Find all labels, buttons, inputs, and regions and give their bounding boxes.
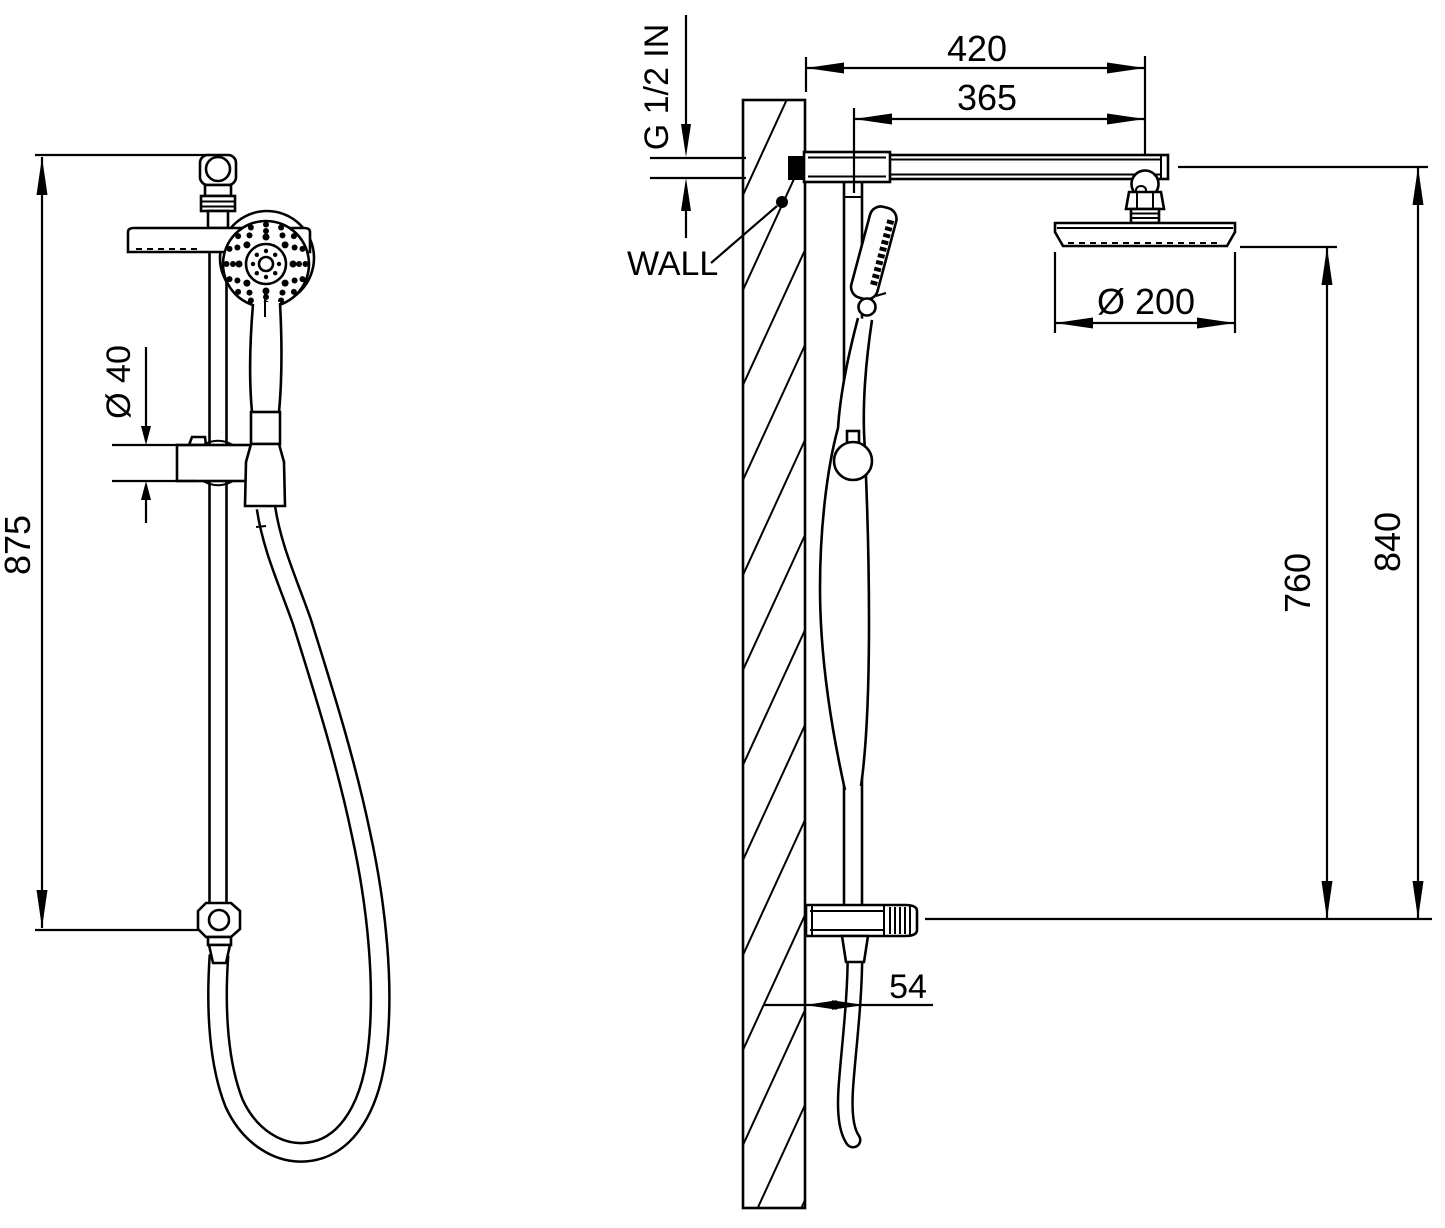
- arrowhead-right: [832, 1000, 864, 1010]
- arrowhead-down: [1321, 881, 1333, 919]
- wall-label: WALL: [627, 245, 718, 283]
- arrowhead-left: [806, 62, 844, 74]
- dim-420-label: 420: [947, 28, 1007, 69]
- hose-tick-side: [875, 292, 887, 297]
- joint-nut: [1124, 190, 1166, 211]
- dim-rail-to-head: 365: [852, 77, 1145, 193]
- slider-knob: [832, 440, 874, 482]
- arrowhead-up: [141, 481, 151, 500]
- hose-inlet-cone-front: [207, 943, 232, 965]
- arrowhead-up: [1321, 247, 1333, 285]
- dim-head-to-bracket: 760: [1240, 245, 1337, 919]
- dim-arm-to-bracket: 840: [925, 165, 1432, 921]
- hose-tick-front: [255, 525, 267, 528]
- thread-label: G 1/2 IN: [638, 24, 676, 151]
- hand-shower-side: [818, 205, 898, 791]
- dim-overall-height: 875: [0, 153, 212, 932]
- arrowhead-left: [1055, 317, 1093, 329]
- arrowhead-right: [1107, 113, 1145, 125]
- wall: [741, 98, 807, 1210]
- bracket-hole: [207, 908, 231, 932]
- dim-wall-to-hose: 54: [763, 968, 933, 1010]
- inner-face-ring: [244, 242, 288, 286]
- front-view: 875 Ø 40: [0, 153, 391, 1163]
- hand-shower-head-side: [849, 205, 898, 301]
- shower-arm-side: [788, 150, 1170, 184]
- arrowhead-right: [1107, 62, 1145, 74]
- joint-collar: [1129, 207, 1161, 225]
- arrowhead-down: [681, 124, 691, 157]
- dim-arm-projection: 420: [804, 28, 1147, 155]
- hose-outlet-cone-side: [840, 934, 870, 964]
- dim-365-label: 365: [957, 77, 1017, 118]
- dim-thread: G 1/2 IN: [638, 15, 746, 238]
- knurl-lines: [889, 906, 911, 935]
- top-connector-front: [198, 153, 238, 230]
- wall-thread-nipple: [788, 156, 805, 180]
- wall-hatch: [743, 100, 805, 1208]
- dim-760-label: 760: [1277, 553, 1318, 613]
- dim-875-label: 875: [0, 515, 38, 575]
- dim-40-label: Ø 40: [100, 345, 138, 419]
- bottom-bracket-side: [804, 903, 919, 964]
- arrowhead-right: [1197, 317, 1235, 329]
- dim-840-label: 840: [1367, 512, 1408, 572]
- arrowhead-left: [854, 113, 892, 125]
- arrowhead-up: [1412, 167, 1424, 205]
- side-view: WALL G 1/2 IN 420: [627, 15, 1432, 1210]
- wall-bracket-front: [196, 901, 242, 947]
- center-nozzle: [257, 255, 275, 273]
- dim-54-label: 54: [889, 968, 927, 1006]
- spray-nozzle-dots: [223, 221, 309, 307]
- hose-nut-front: [243, 442, 287, 508]
- leader-dot: [776, 196, 788, 208]
- hand-shower-handle-front: [243, 293, 287, 528]
- wall-callout: WALL: [627, 196, 788, 283]
- shower-rail-front: [208, 252, 228, 903]
- connector-ball: [204, 155, 232, 183]
- shower-hose-front: [207, 506, 391, 1163]
- arrowhead-down: [36, 890, 48, 928]
- dim-holder-diameter: Ø 40: [100, 345, 196, 523]
- shower-hose-side: [836, 943, 864, 1149]
- arrowhead-up: [36, 157, 48, 195]
- arrowhead-up: [681, 178, 691, 211]
- arrowhead-down: [141, 426, 151, 445]
- dim-200-label: Ø 200: [1097, 281, 1195, 322]
- arrowhead-down: [1412, 881, 1424, 919]
- arrowhead-left: [805, 1000, 837, 1010]
- overhead-shower-side: [1053, 169, 1237, 248]
- hang-loop: [857, 297, 877, 317]
- dim-head-diameter: Ø 200: [1053, 252, 1237, 333]
